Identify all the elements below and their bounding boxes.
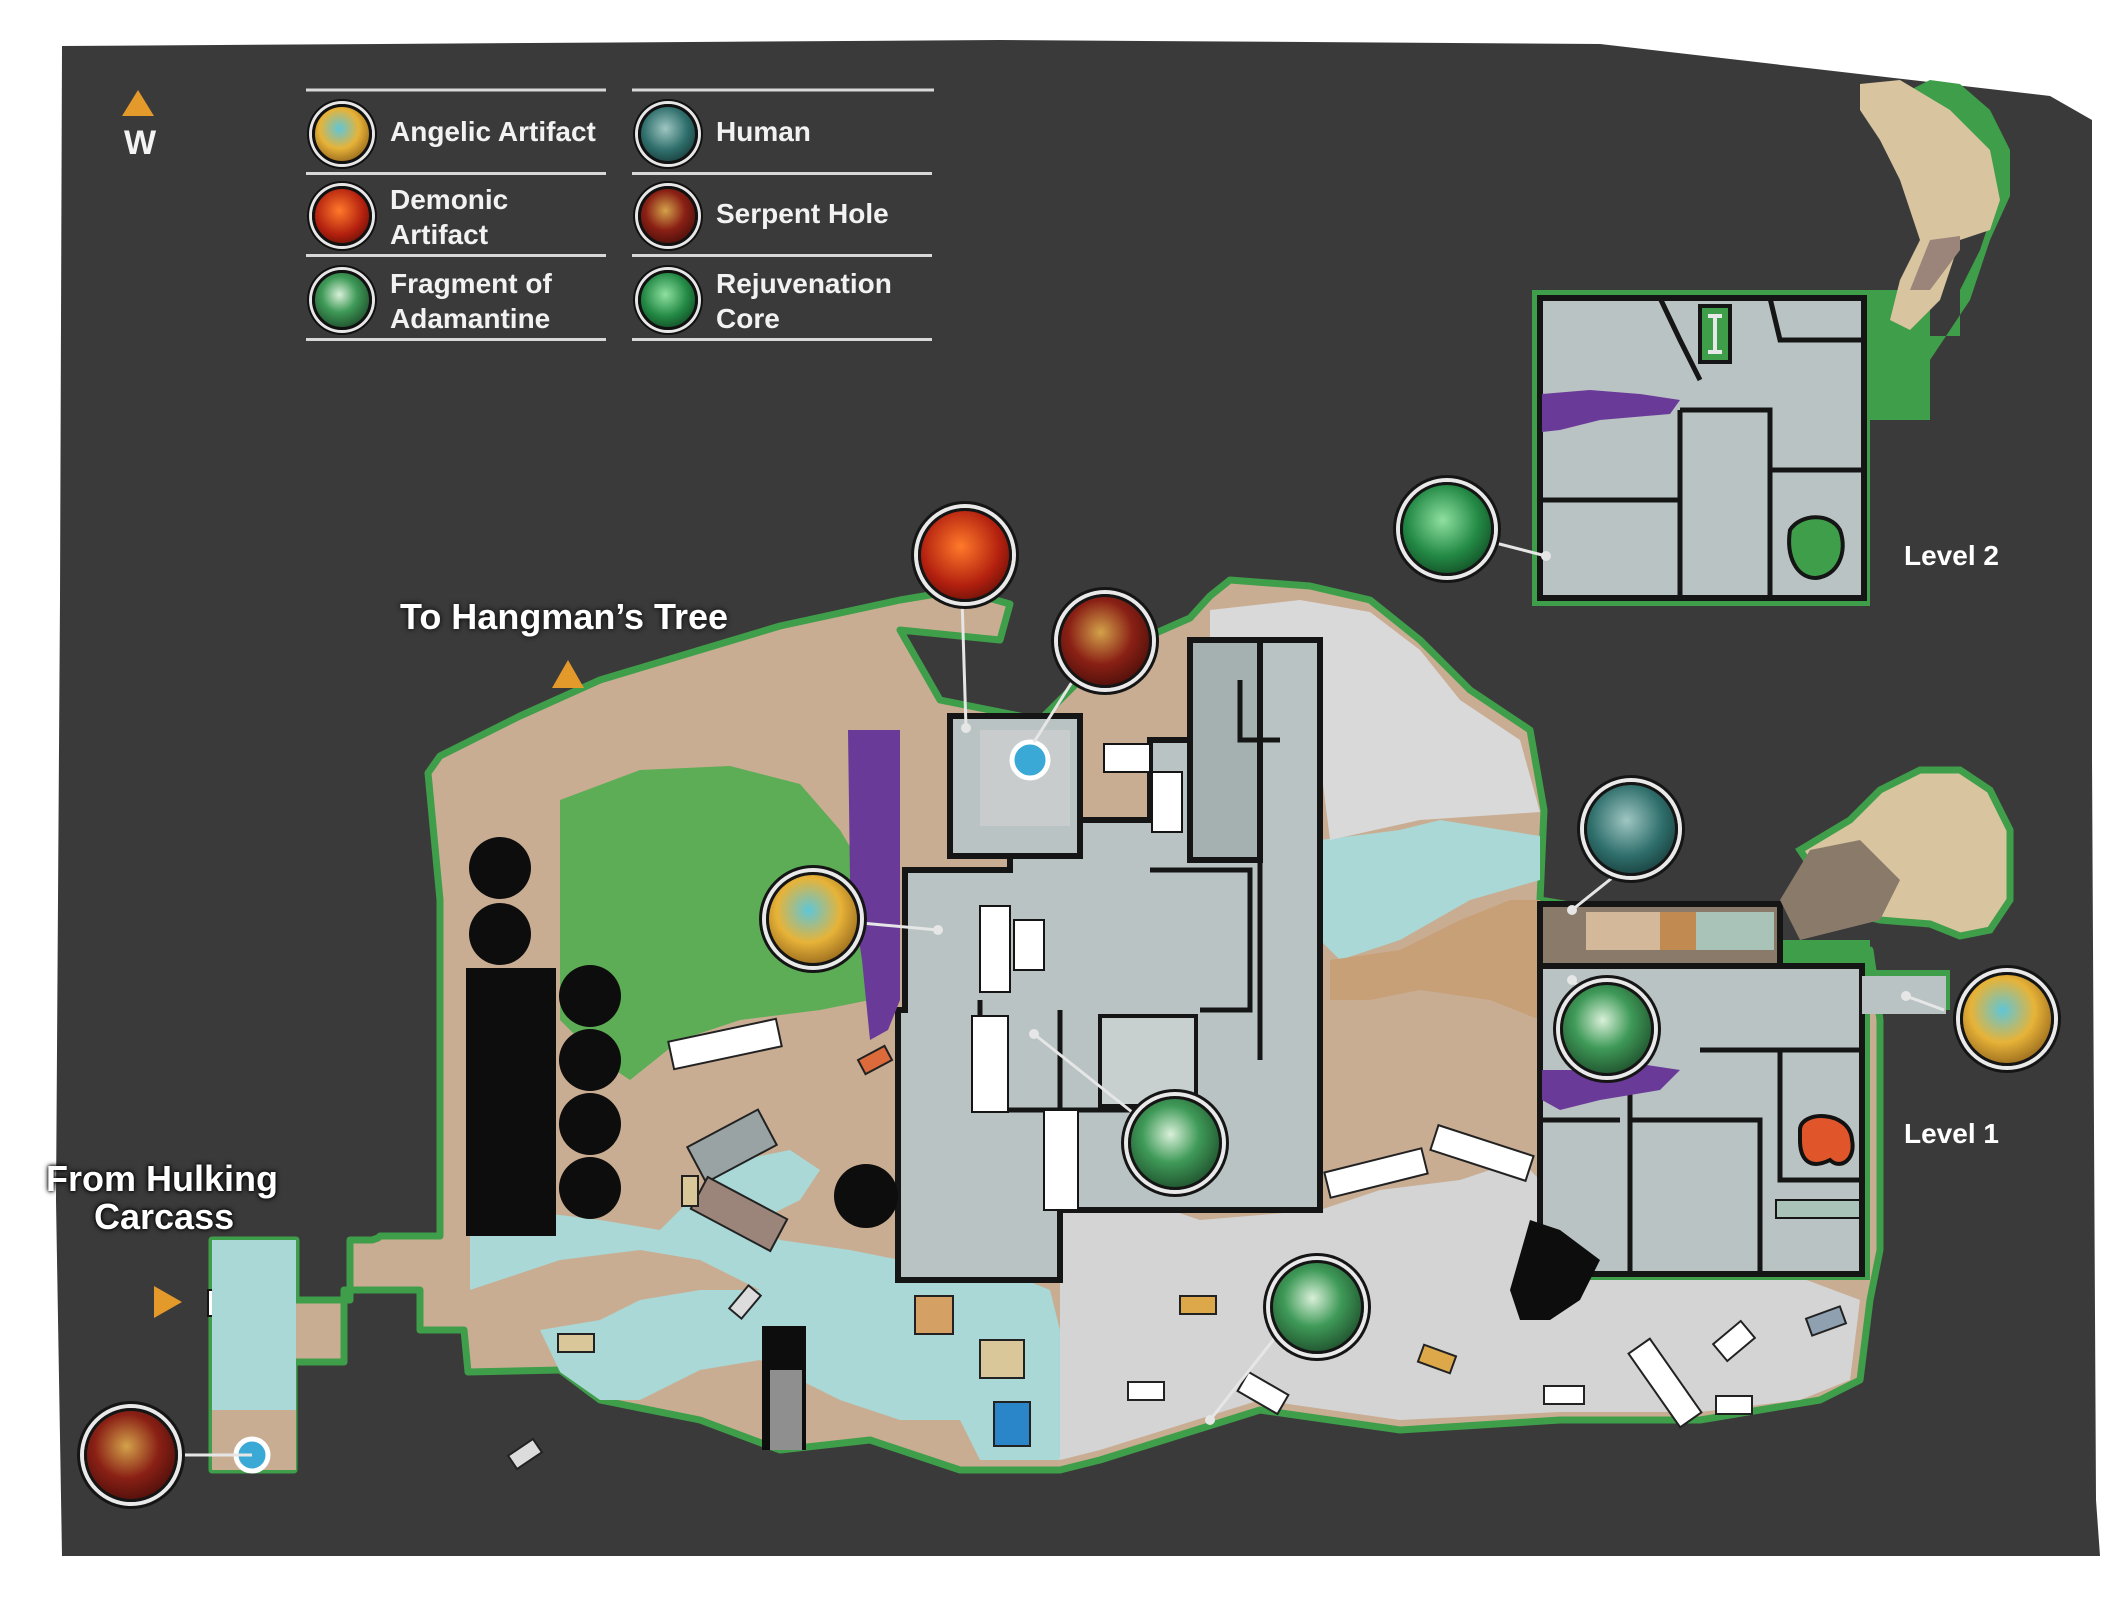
legend-label: Angelic Artifact [390, 116, 596, 147]
level-2-label: Level 2 [1904, 540, 1999, 571]
fragment-of-adamantine-icon[interactable] [1270, 1260, 1364, 1354]
level-1-label: Level 1 [1904, 1118, 1999, 1149]
map-objects [506, 1017, 1848, 1471]
legend-item-fragment-of-adamantine: Fragment of Adamantine [306, 258, 606, 341]
legend-label: Fragment of Adamantine [390, 268, 552, 334]
hangman-direction-arrow-icon [552, 660, 584, 688]
compass-letter: W [124, 124, 157, 162]
fragment-of-adamantine-icon[interactable] [1128, 1096, 1222, 1190]
level2-purple [1542, 390, 1680, 432]
legend-item-rejuvenation-core: Rejuvenation Core [632, 258, 932, 341]
legend-item-angelic-artifact: Angelic Artifact [306, 92, 606, 175]
level1-balcony-tile-3 [1696, 912, 1774, 950]
leader-line-dots [933, 551, 1911, 1425]
purple-strip [848, 730, 900, 1040]
serpent-hole-marker [1009, 739, 1051, 781]
demonic-artifact-icon [312, 186, 372, 246]
level1-bench [1775, 1199, 1861, 1219]
fragment-of-adamantine-icon [312, 270, 372, 330]
angelic-artifact-icon [312, 104, 372, 164]
legend-label: Serpent Hole [716, 198, 889, 229]
fragment-of-adamantine-icon[interactable] [1560, 982, 1654, 1076]
water-area [470, 1150, 1060, 1460]
legend-item-demonic-artifact: Demonic Artifact [306, 174, 606, 257]
legend-item-serpent-hole: Serpent Hole [632, 174, 932, 257]
level1-red-pool [1798, 1114, 1855, 1166]
grass-area [560, 766, 890, 1080]
level2-cliff [1860, 80, 2000, 330]
level2-pillar-mark [1708, 314, 1722, 354]
leader-lines [178, 538, 1945, 1457]
level1-black-hole [1510, 1220, 1600, 1320]
demonic-artifact-icon[interactable] [918, 508, 1012, 602]
legend-label: Human [716, 116, 811, 147]
hulking-direction-arrow-icon [154, 1286, 182, 1318]
dirt-bank [1330, 900, 1540, 1020]
legend-item-human: Human [632, 92, 932, 175]
sw-entrance [212, 1240, 296, 1474]
human-icon[interactable] [1584, 782, 1678, 876]
serpent-hole-icon[interactable] [84, 1408, 178, 1502]
to-hangmans-tree-label: To Hangman’s Tree [400, 596, 729, 637]
angelic-artifact-icon[interactable] [766, 872, 860, 966]
from-hulking-carcass-label-line1: From Hulking [46, 1158, 278, 1199]
rejuvenation-core-icon [638, 270, 698, 330]
angelic-artifact-icon[interactable] [1960, 972, 2054, 1066]
level2-pool [1787, 515, 1845, 581]
serpent-hole-icon [638, 186, 698, 246]
rejuvenation-core-icon[interactable] [1400, 482, 1494, 576]
level1-balcony-tile-1 [1586, 912, 1660, 950]
serpent-hole-icon[interactable] [1058, 594, 1152, 688]
central-courtyard [1098, 1014, 1198, 1108]
level1-building-detail [1540, 1047, 1860, 1274]
legend-label: Rejuvenation Core [716, 268, 892, 334]
water-channel [1320, 820, 1540, 960]
compass-arrow-icon [122, 90, 154, 116]
human-icon [638, 104, 698, 164]
level1-path [1780, 840, 1900, 940]
tree-cluster [466, 837, 898, 1450]
from-hulking-carcass-label-line2: Carcass [94, 1196, 235, 1237]
level1-balcony-tile-2 [1660, 912, 1696, 950]
level1-purple [1542, 1064, 1680, 1110]
legend-label: Demonic Artifact [390, 184, 509, 250]
level2-building-detail [1540, 296, 1864, 598]
level2-ramp [1910, 236, 1960, 290]
